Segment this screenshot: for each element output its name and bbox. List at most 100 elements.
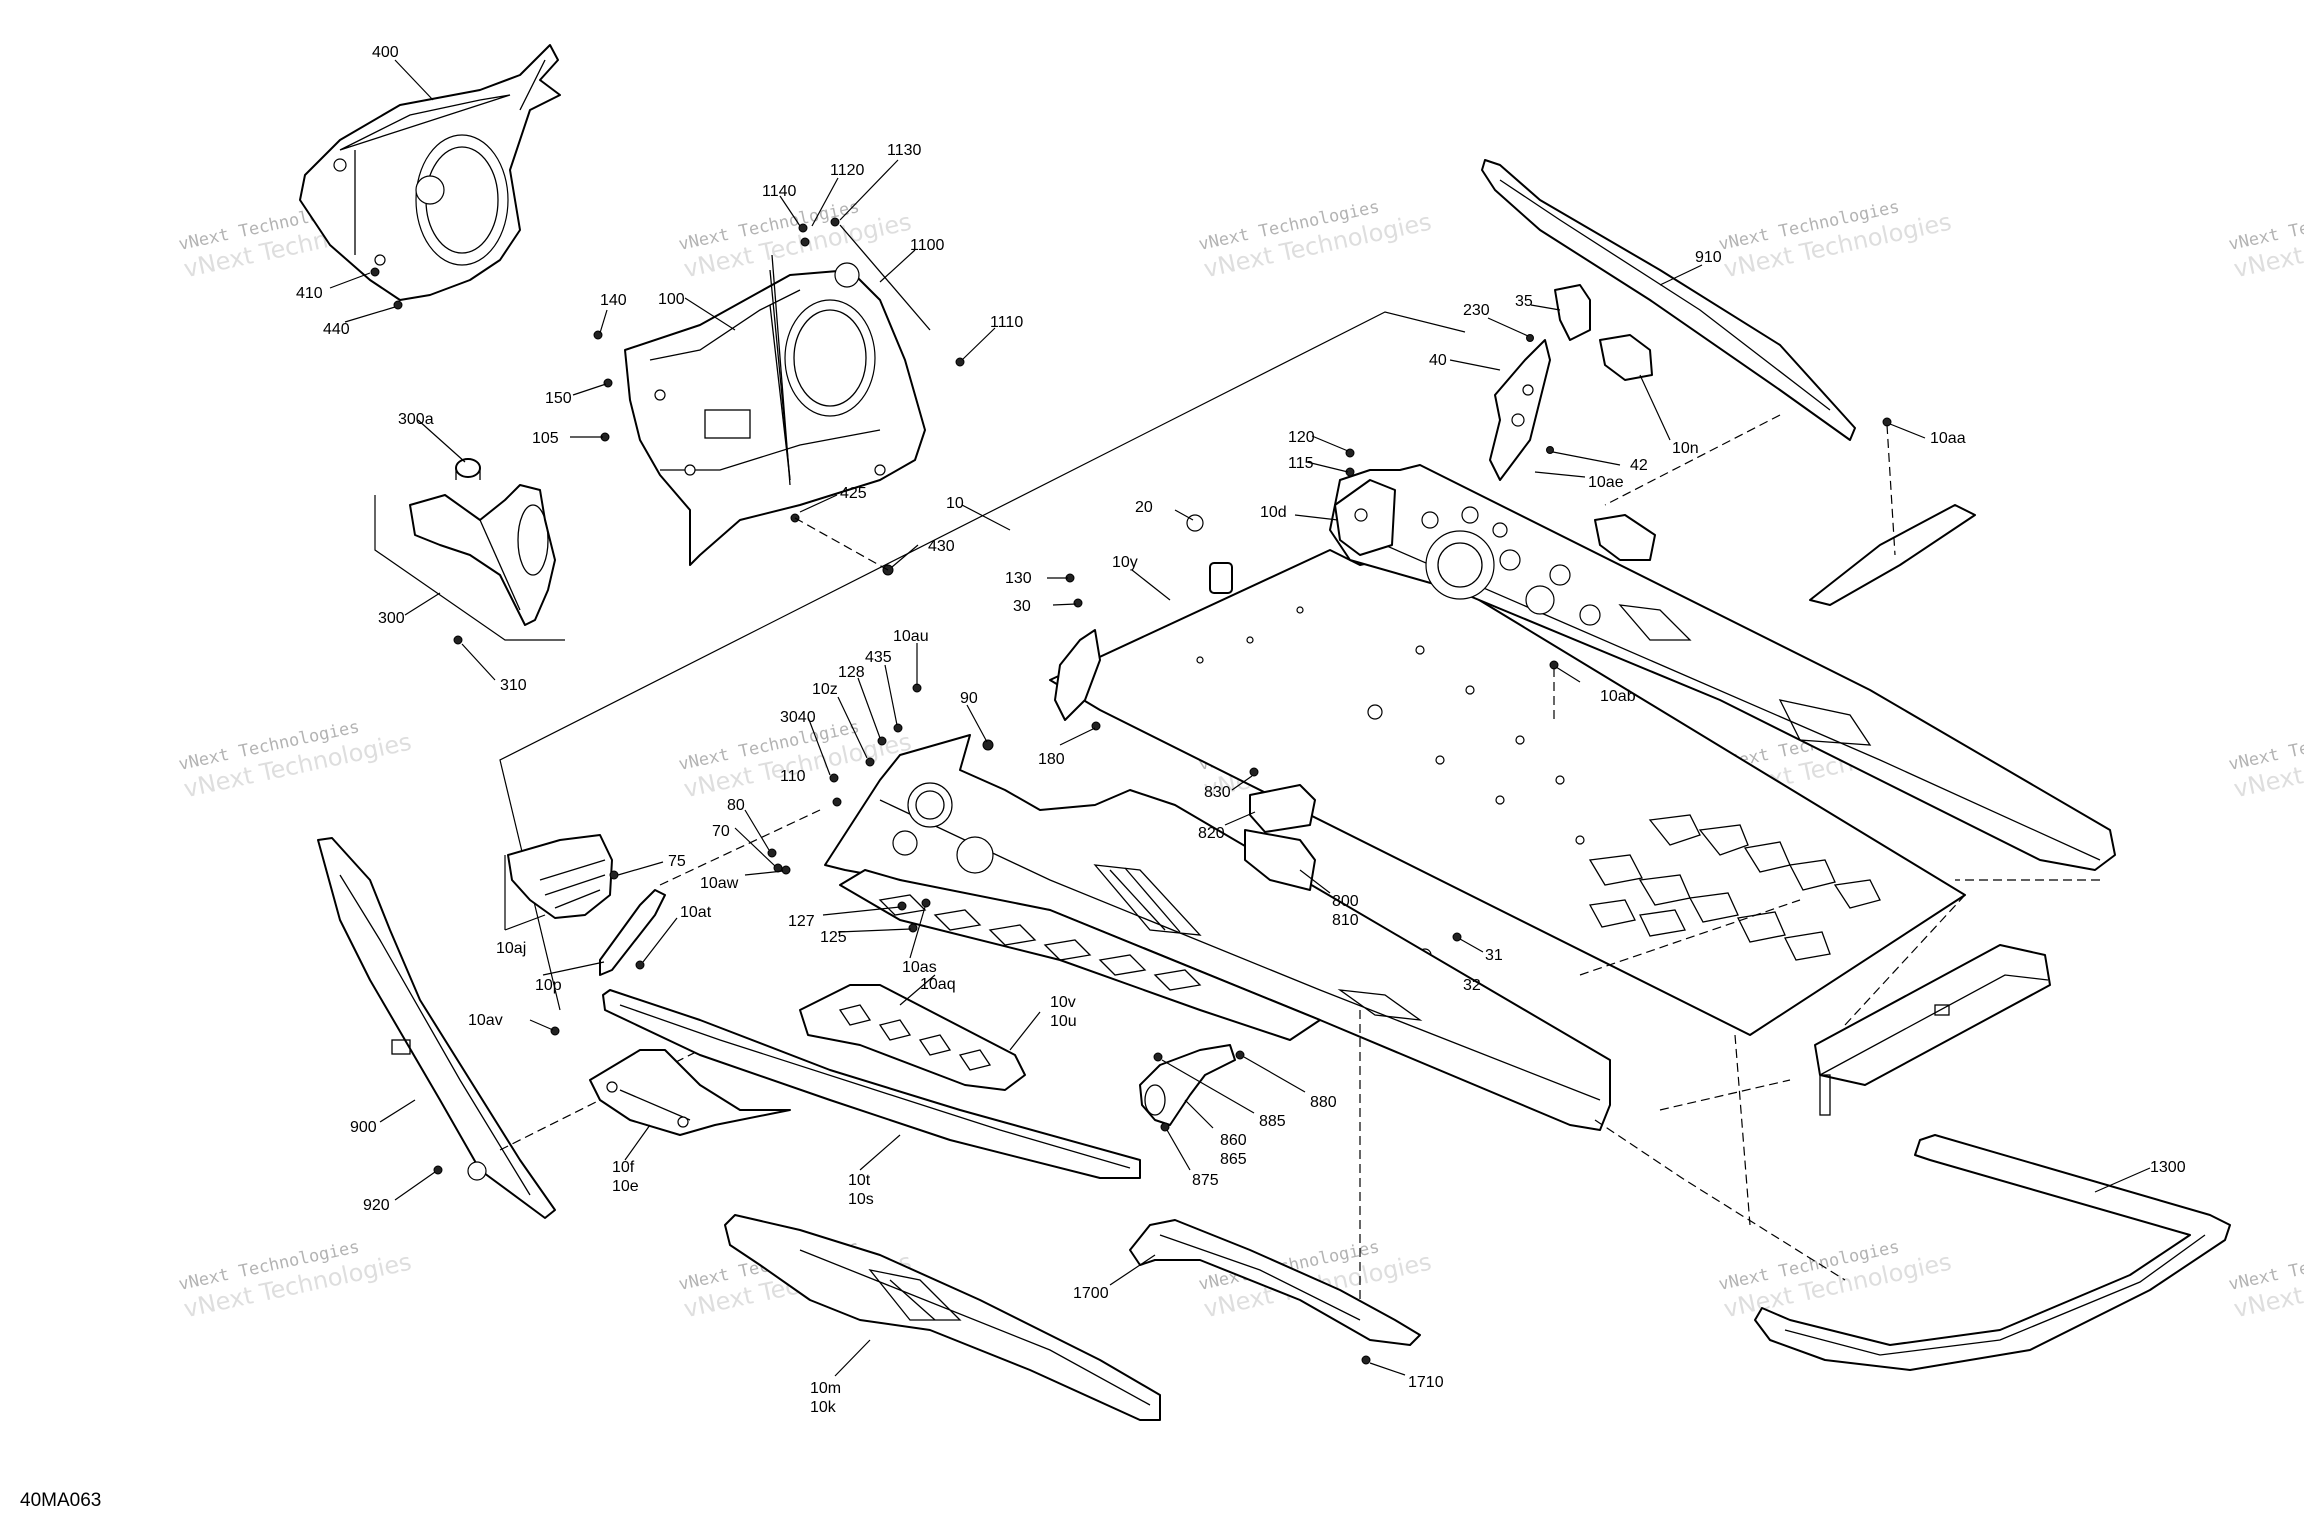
- part-10aq-support: [799, 984, 1026, 1091]
- callout-10m: 10m: [810, 1380, 841, 1397]
- leader-10t: [859, 1134, 901, 1171]
- bolt-10au: [912, 683, 922, 693]
- tunnel-floor-panel: [1049, 549, 1966, 1036]
- leader-10av: [529, 1019, 554, 1031]
- callout-120: 120: [1288, 429, 1315, 446]
- tunnel-front-corner: [1054, 479, 1396, 721]
- callout-10au: 10au: [893, 628, 929, 645]
- part-127-skid-rail: [839, 869, 1321, 1041]
- part-10t-rail: [602, 989, 1141, 1179]
- callout-435: 435: [865, 649, 892, 666]
- leader-150: [572, 383, 607, 396]
- leader-410: [329, 272, 371, 289]
- part-10m-lower-rail: [724, 1214, 1161, 1421]
- callout-10y: 10y: [1112, 554, 1138, 571]
- part-300a-bumper: [455, 458, 481, 478]
- leader-125: [837, 928, 912, 933]
- tunnel-right-rail: [1329, 464, 2116, 871]
- callout-3040: 3040: [780, 709, 816, 726]
- callout-42: 42: [1630, 457, 1648, 474]
- leader-35: [1530, 304, 1561, 311]
- leader-910: [1659, 264, 1703, 286]
- leader-1130: [839, 159, 899, 221]
- callout-150: 150: [545, 390, 572, 407]
- leader-300a: [417, 419, 466, 463]
- dash-10n: [1604, 414, 1781, 506]
- bolt-30: [1073, 598, 1083, 608]
- callout-880: 880: [1310, 1094, 1337, 1111]
- leader-440: [344, 306, 396, 323]
- callout-1100: 1100: [910, 237, 945, 254]
- callout-10n: 10n: [1672, 440, 1699, 457]
- callout-180: 180: [1038, 751, 1065, 768]
- rod-1120: [771, 254, 791, 486]
- leader-180: [1059, 727, 1096, 746]
- bolt-10at: [635, 960, 645, 970]
- bolt-128: [877, 736, 887, 746]
- callout-10as: 10as: [902, 959, 937, 976]
- callout-80: 80: [727, 797, 745, 814]
- part-10n-mount: [1594, 514, 1656, 561]
- callout-10u: 10u: [1050, 1013, 1077, 1030]
- leader-430: [891, 544, 919, 568]
- part-800-plate: [1244, 829, 1316, 891]
- callout-10aj: 10aj: [496, 940, 526, 957]
- dash-beam: [1844, 894, 1966, 1026]
- leader-230: [1487, 317, 1529, 337]
- callout-800: 800: [1332, 893, 1359, 910]
- leader-3040: [807, 716, 831, 776]
- bolt-410: [370, 267, 380, 277]
- callout-425: 425: [840, 485, 867, 502]
- leader-860: [1184, 1099, 1214, 1129]
- leader-115: [1306, 461, 1349, 473]
- leader-30: [1052, 603, 1077, 606]
- callout-300a: 300a: [398, 411, 434, 428]
- part-1300-rear-bumper: [1754, 1134, 2231, 1371]
- part-10aa-bracket: [1809, 504, 1976, 606]
- diagram-code: 40MA063: [20, 1490, 101, 1511]
- part-40-plate: [1489, 339, 1551, 481]
- bolt-875: [1160, 1122, 1170, 1132]
- callout-30: 30: [1013, 598, 1031, 615]
- part-300-brace: [409, 484, 556, 626]
- dash-10aa: [1886, 424, 1896, 556]
- leader-40: [1449, 359, 1501, 371]
- callout-10: 10: [946, 495, 964, 512]
- callout-90: 90: [960, 690, 978, 707]
- leader-10ab: [1555, 666, 1581, 683]
- callout-230: 230: [1463, 302, 1490, 319]
- dash-floor: [1579, 899, 1801, 976]
- leader-435: [884, 664, 898, 726]
- callout-10s: 10s: [848, 1191, 874, 1208]
- leader-1120: [811, 177, 839, 227]
- callout-1300: 1300: [2150, 1159, 2186, 1176]
- callout-32: 32: [1463, 977, 1481, 994]
- callout-860: 860: [1220, 1132, 1247, 1149]
- callout-labels: 400 410 440 1140 1120 1130 1100 1110 140…: [296, 44, 2186, 1416]
- callout-830: 830: [1204, 784, 1231, 801]
- leader-10as: [909, 906, 926, 959]
- leader-10aq: [899, 974, 936, 1006]
- bolt-75: [609, 870, 619, 880]
- callout-35: 35: [1515, 293, 1533, 310]
- leader-127: [822, 906, 901, 916]
- callout-885: 885: [1259, 1113, 1286, 1130]
- leader-425: [799, 494, 838, 513]
- leader-10aj: [504, 914, 546, 931]
- leader-140: [599, 309, 608, 334]
- bolt-310: [453, 635, 463, 645]
- leader-10p: [542, 961, 605, 976]
- leader-310: [461, 643, 496, 681]
- part-20-bushing: [1209, 562, 1233, 594]
- callout-128: 128: [838, 664, 865, 681]
- part-10p-bracket: [599, 889, 666, 976]
- dash-430: [794, 517, 889, 571]
- bolt-1120: [798, 223, 808, 233]
- bolt-42: [1546, 446, 1554, 454]
- callout-115: 115: [1288, 455, 1314, 472]
- leader-128: [857, 677, 881, 739]
- part-10aj-grille: [507, 834, 613, 919]
- part-860-bracket: [1139, 1044, 1236, 1126]
- dash-10p: [659, 809, 821, 886]
